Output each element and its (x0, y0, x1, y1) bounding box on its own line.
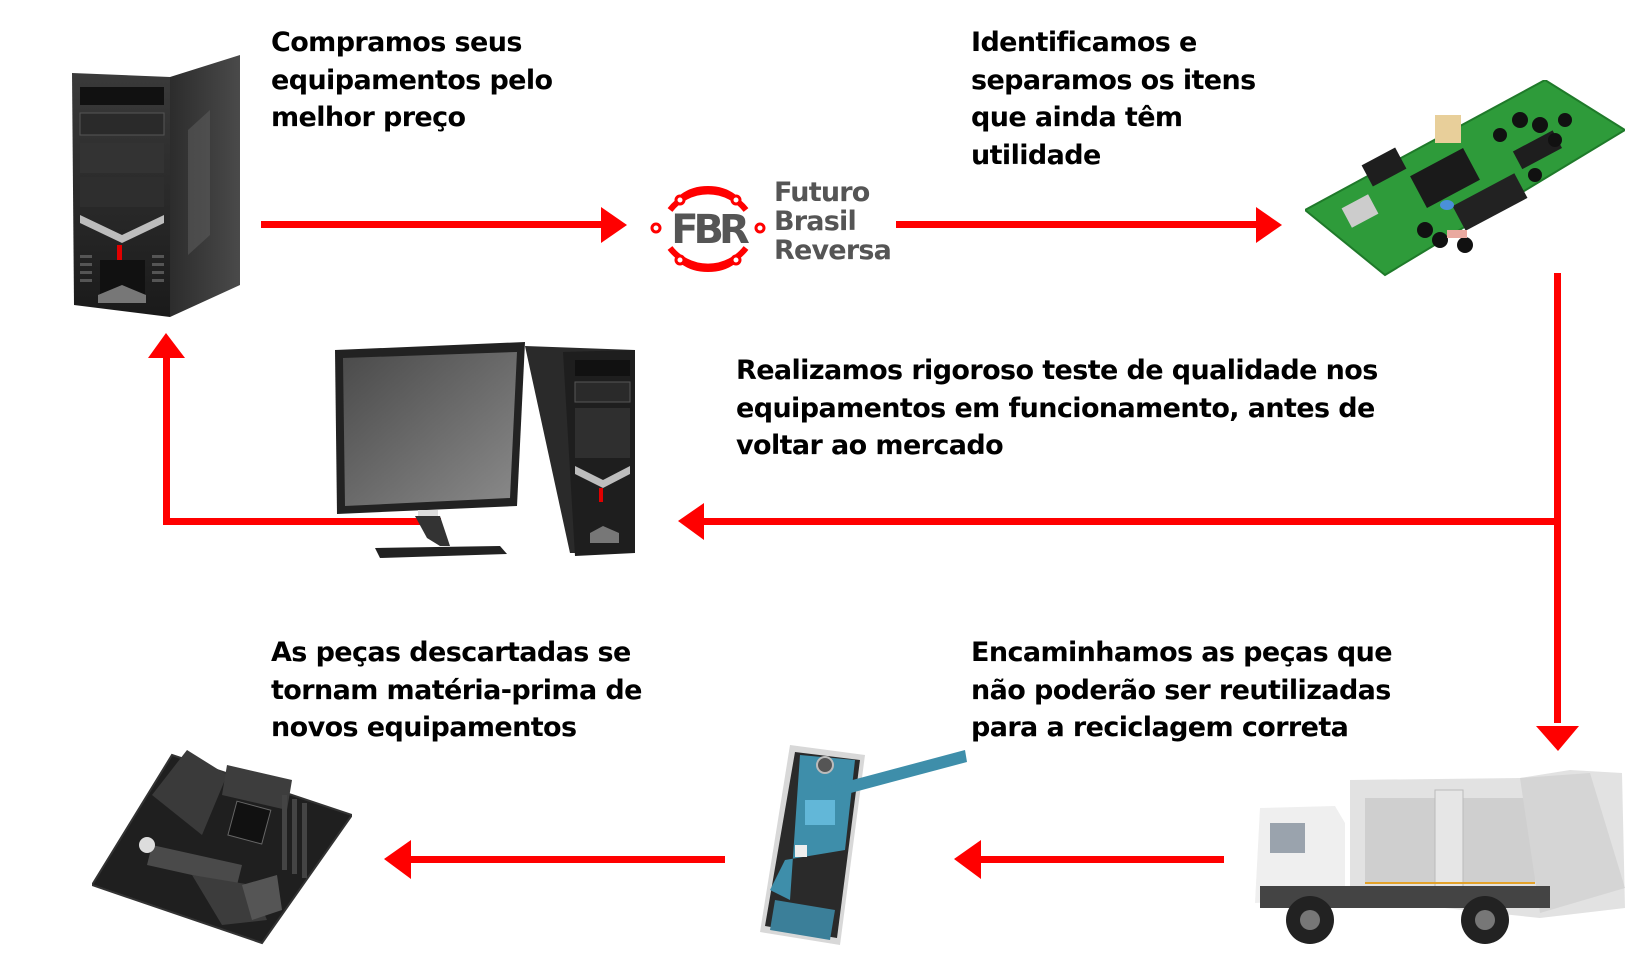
arrow-board-to-monitor (678, 503, 1558, 540)
caption-line: equipamentos pelo (271, 64, 553, 96)
caption-line: As peças descartadas se (271, 637, 631, 668)
brand-logo: FBR Futuro Brasil Reversa (648, 168, 908, 288)
brand-name: Futuro Brasil Reversa (774, 177, 892, 266)
garbage-truck-illustration (1255, 770, 1625, 944)
caption-line: utilidade (971, 139, 1101, 171)
arrow-phone-to-motherboard (384, 840, 725, 879)
caption-line: novos equipamentos (271, 712, 577, 743)
disassembled-phone-illustration (760, 745, 967, 945)
step-raw-material-caption: As peças descartadas se tornam matéria-p… (271, 634, 642, 747)
caption-line: melhor preço (271, 102, 466, 133)
desktop-tower-illustration (72, 55, 240, 317)
caption-line: equipamentos em funcionamento, antes de (736, 392, 1375, 424)
arrow-truck-to-phone (954, 840, 1224, 879)
arrow-tower-to-logo (261, 207, 627, 243)
brand-name-line: Futuro (774, 177, 870, 208)
caption-line: para a reciclagem correta (971, 712, 1349, 743)
fbr-logo-icon: FBR (650, 185, 766, 273)
caption-line: tornam matéria-prima de (271, 674, 642, 706)
caption-line: Identificamos e (971, 27, 1197, 58)
arrow-monitor-to-tower (148, 333, 441, 525)
step-test-caption: Realizamos rigoroso teste de qualidade n… (736, 352, 1378, 465)
caption-line: não poderão ser reutilizadas (971, 674, 1391, 706)
step-recycle-caption: Encaminhamos as peças que não poderão se… (971, 634, 1393, 747)
caption-line: Encaminhamos as peças que (971, 637, 1393, 668)
caption-line: voltar ao mercado (736, 430, 1004, 461)
brand-name-line: Brasil (774, 206, 857, 237)
caption-line: Compramos seus (271, 27, 522, 58)
caption-line: separamos os itens (971, 64, 1256, 96)
circuit-board-illustration (1305, 80, 1625, 277)
caption-line: Realizamos rigoroso teste de qualidade n… (736, 355, 1378, 386)
arrow-board-to-truck (1536, 273, 1579, 751)
step-buy-caption: Compramos seus equipamentos pelo melhor … (271, 24, 553, 137)
motherboard-illustration (92, 750, 352, 945)
caption-line: que ainda têm (971, 102, 1183, 133)
brand-name-line: Reversa (774, 235, 892, 266)
arrow-logo-to-board (896, 207, 1282, 243)
logo-monogram: FBR (671, 207, 749, 253)
step-identify-caption: Identificamos e separamos os itens que a… (971, 24, 1256, 174)
monitor-and-tower-illustration (335, 342, 635, 558)
